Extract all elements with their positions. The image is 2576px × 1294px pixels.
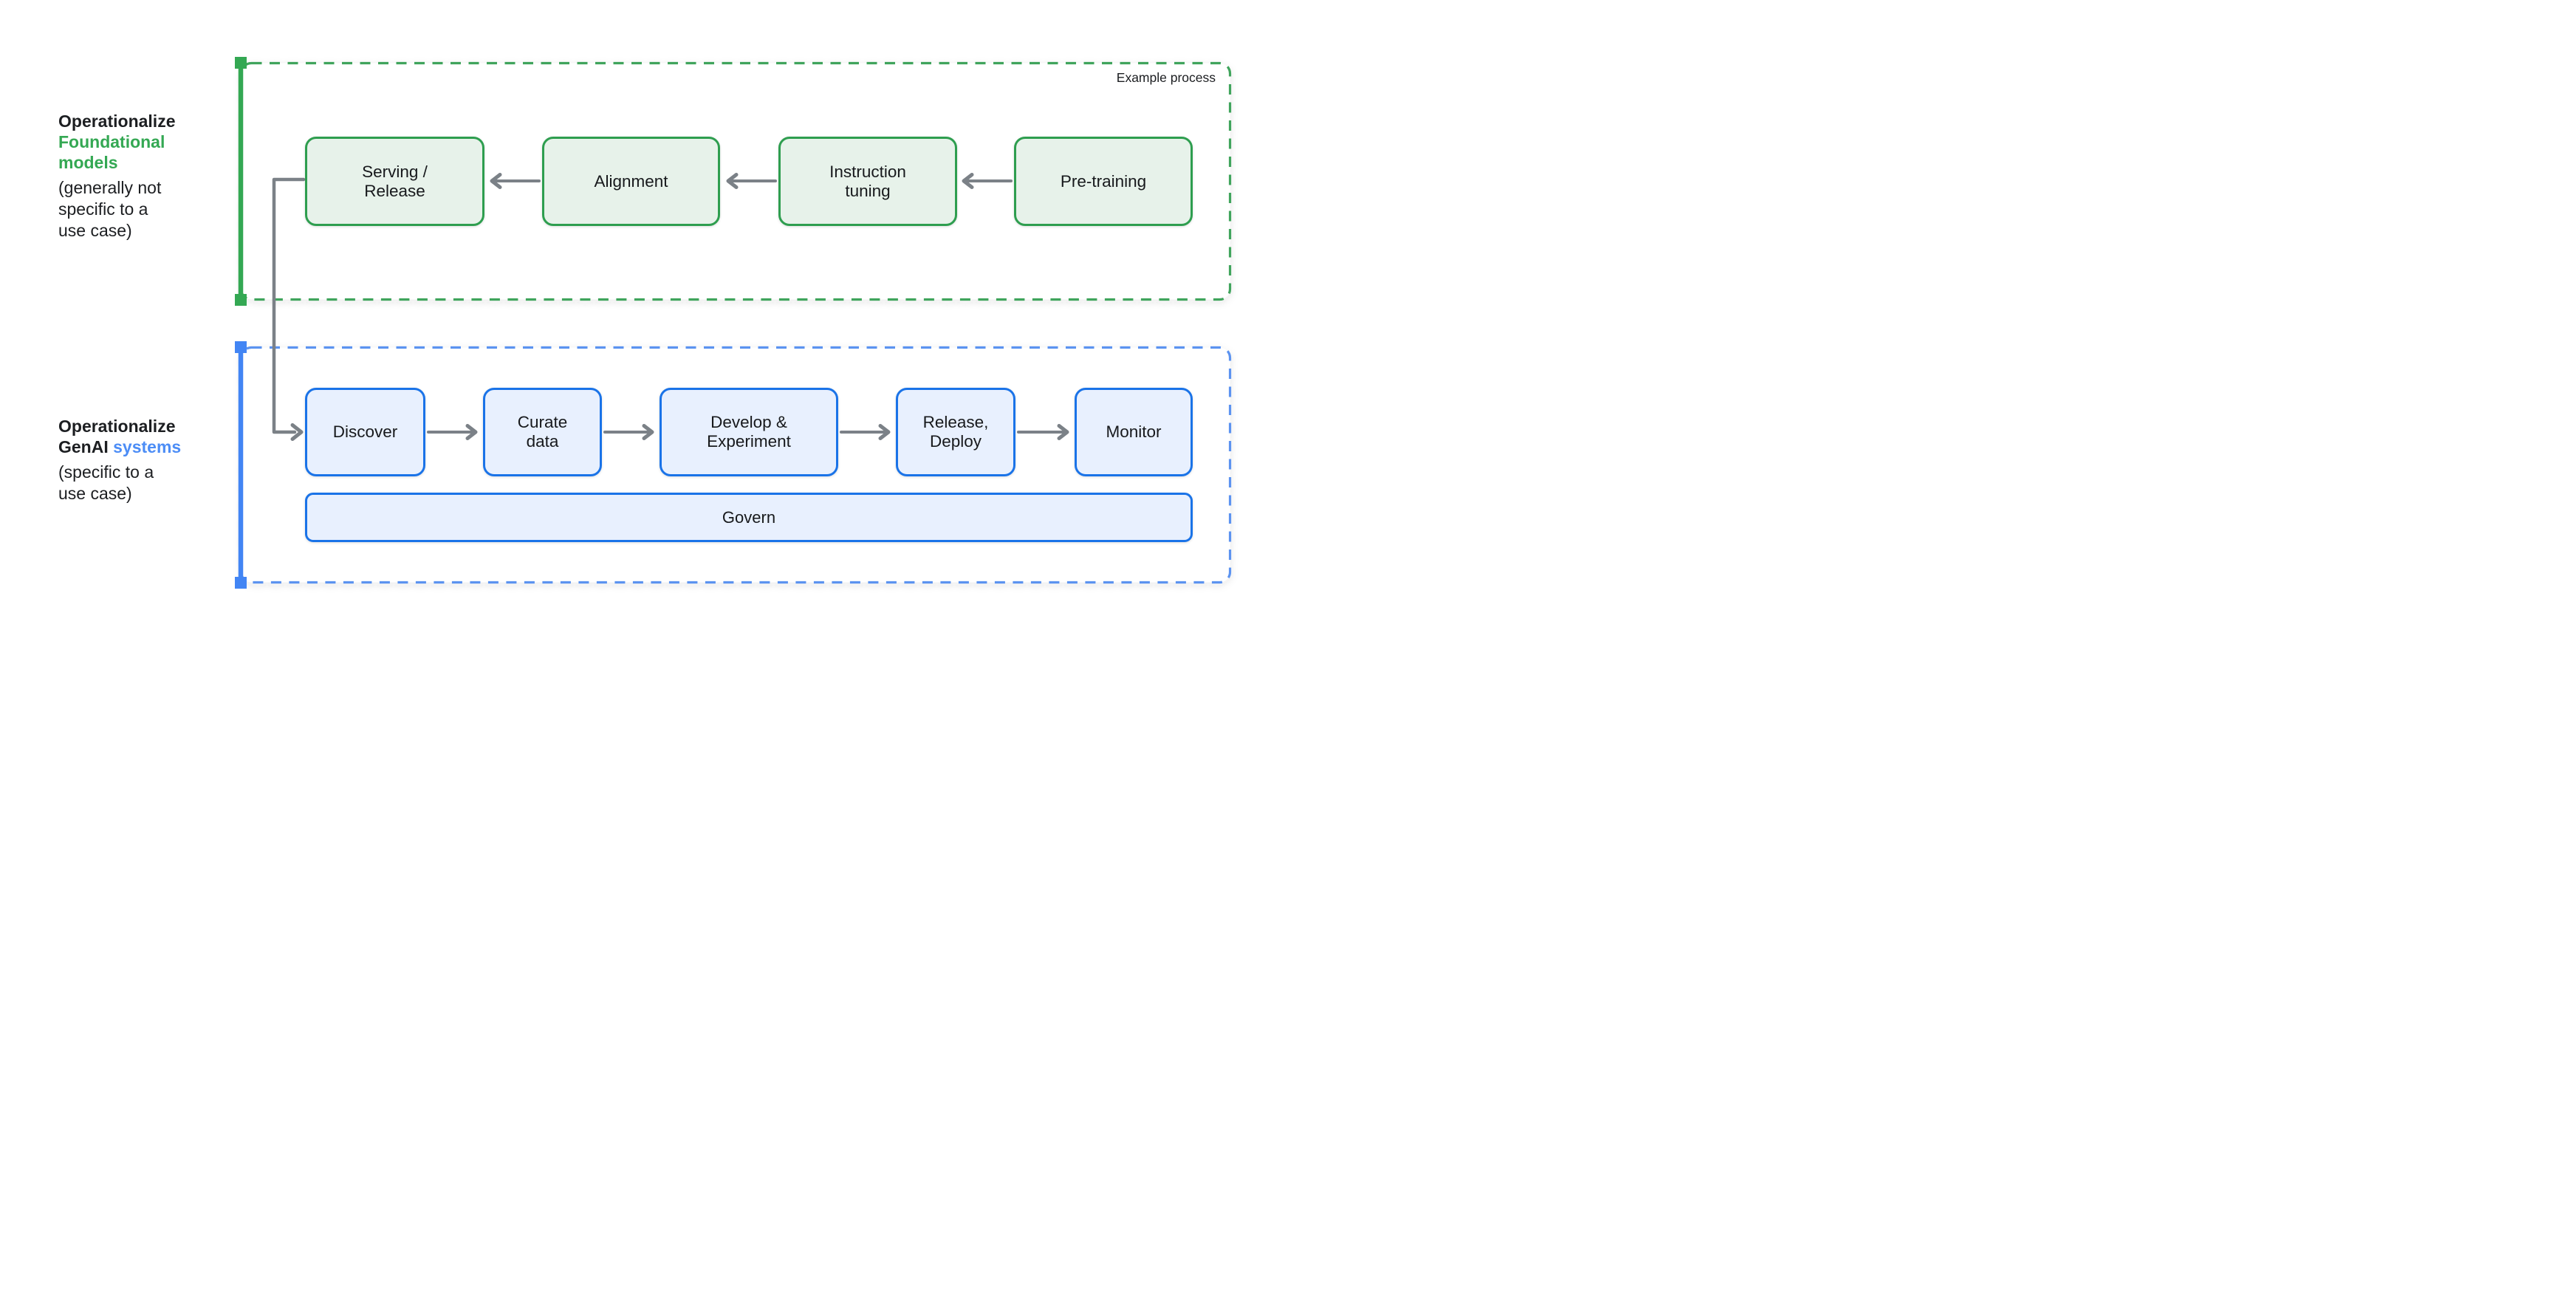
foundational-flow-arrows: [490, 173, 1013, 189]
arrow-release-to-monitor-icon: [1017, 424, 1069, 440]
box-monitor: Monitor: [1075, 388, 1193, 476]
arrow-curate-to-develop-icon: [603, 424, 654, 440]
box-pre-training: Pre-training: [1014, 137, 1193, 226]
arrow-discover-to-curate-icon: [427, 424, 478, 440]
arrow-instruction-to-alignment-icon: [726, 173, 777, 189]
connector-serving-to-discover: [272, 177, 306, 434]
box-serving-release: Serving /Release: [305, 137, 484, 226]
diagram-graphics: [235, 57, 1232, 589]
label-genai-black-word: GenAI: [58, 437, 109, 456]
example-process-tag: Example process: [1116, 70, 1216, 85]
label-operationalize-genai: Operationalize GenAI systems (specific t…: [58, 416, 243, 504]
arrow-develop-to-release-icon: [840, 424, 891, 440]
box-govern: Govern: [305, 493, 1193, 542]
arrow-pretraining-to-instruction-icon: [962, 173, 1013, 189]
box-alignment: Alignment: [542, 137, 720, 226]
genai-accent-bar: [235, 341, 247, 589]
genai-flow-arrows: [427, 424, 1069, 440]
label-genai-blue-word: systems: [113, 437, 182, 456]
foundational-accent-bar: [235, 57, 247, 306]
box-release-deploy: Release,Deploy: [896, 388, 1015, 476]
arrow-alignment-to-serving-icon: [490, 173, 541, 189]
label-genai-pair: GenAI systems: [58, 437, 243, 457]
box-develop-experiment: Develop &Experiment: [660, 388, 838, 476]
box-discover: Discover: [305, 388, 425, 476]
label-foundational-prefix: Operationalize: [58, 112, 176, 131]
label-genai-prefix: Operationalize: [58, 417, 176, 436]
connector-arrowhead-icon: [290, 423, 304, 441]
